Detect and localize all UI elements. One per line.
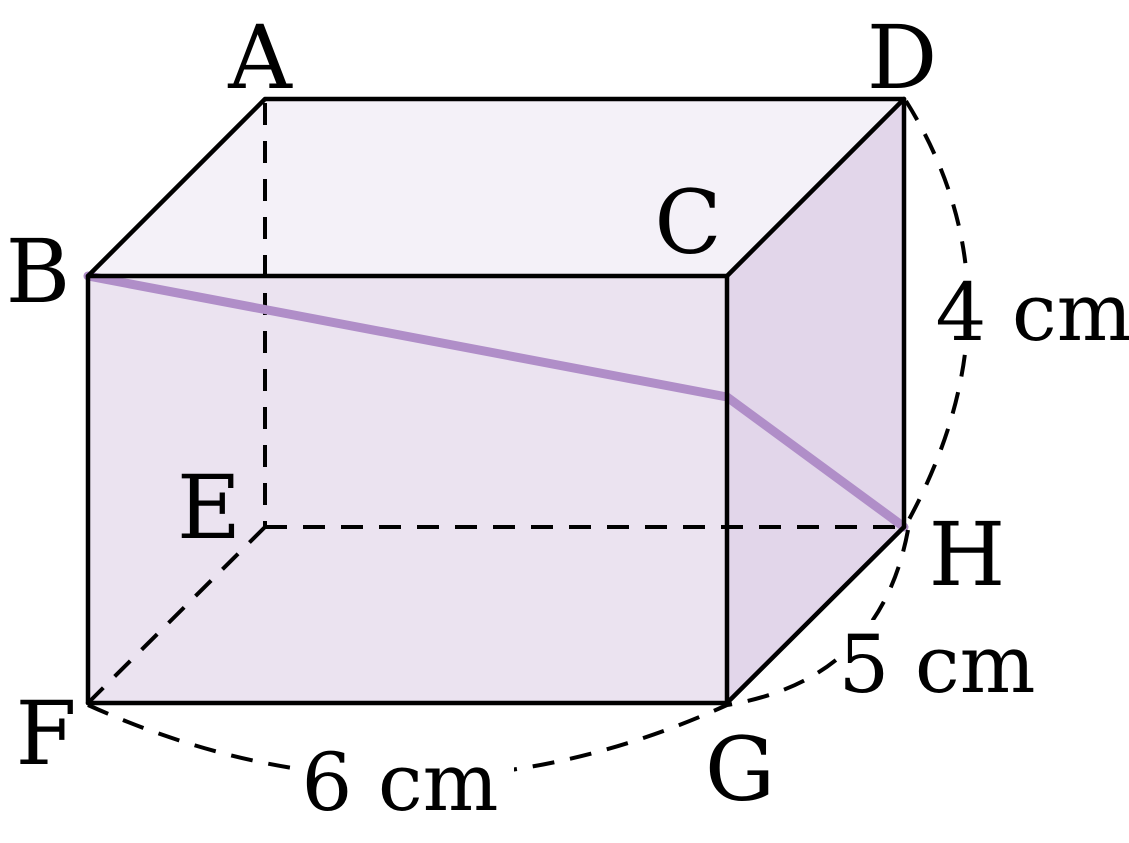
- dimension-gap-height: [938, 268, 1128, 352]
- hidden-edge-EF: [88, 525, 267, 703]
- vertex-label-D: D: [867, 6, 938, 109]
- dimension-gap-depth: [838, 620, 1038, 704]
- right-face: [727, 99, 904, 703]
- vertex-label-G: G: [705, 718, 775, 821]
- vertex-label-B: B: [6, 220, 71, 323]
- vertex-label-C: C: [654, 171, 721, 274]
- vertex-label-F: F: [15, 682, 76, 785]
- edge-GH: [724, 524, 907, 706]
- vertex-label-A: A: [227, 6, 293, 109]
- dimension-label-depth: 5 cm: [839, 618, 1036, 711]
- vertex-label-H: H: [929, 503, 1006, 606]
- front-face: [88, 276, 727, 703]
- dimension-arc-width: [87, 703, 728, 780]
- dimension-label-width: 6 cm: [302, 736, 499, 829]
- dimension-label-height: 4 cm: [936, 266, 1129, 359]
- dimension-gap-width: [298, 735, 514, 825]
- vertex-label-E: E: [177, 456, 241, 559]
- top-face: [88, 99, 904, 276]
